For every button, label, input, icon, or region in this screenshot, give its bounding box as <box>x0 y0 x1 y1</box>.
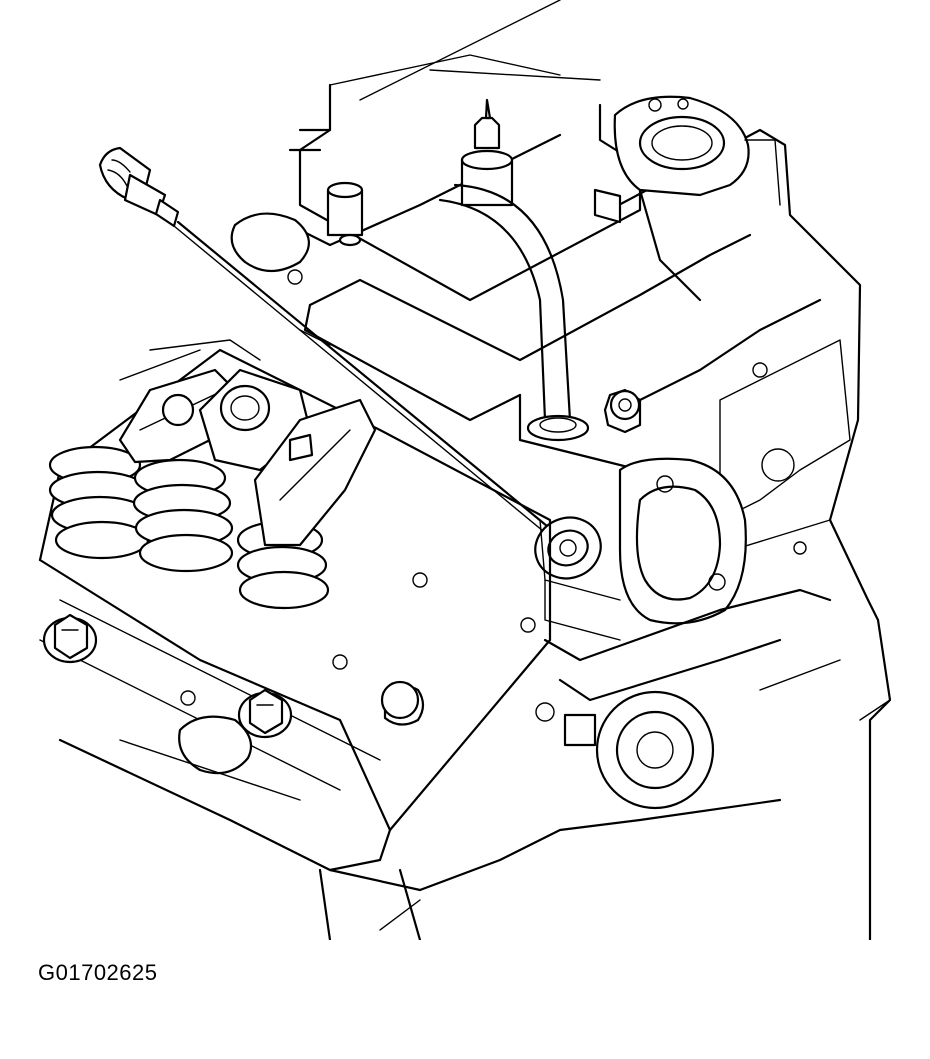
valve-train <box>48 339 377 610</box>
background-frame <box>288 128 891 931</box>
core-plug <box>380 680 420 720</box>
valve-spring-1 <box>48 445 150 560</box>
lower-block <box>318 588 841 940</box>
sensor-port <box>534 516 602 580</box>
valve-spring-2 <box>132 458 234 573</box>
engine-line-drawing <box>38 0 892 940</box>
coolant-pipe <box>438 183 590 442</box>
intake-manifold <box>230 0 752 422</box>
manifold-bolt <box>460 98 514 207</box>
head-bolt-center <box>237 688 293 739</box>
bracket-bolt <box>609 389 641 421</box>
water-outlet-housing <box>518 388 747 641</box>
figure-id-label: G01702625 <box>38 960 158 985</box>
temperature-sensor <box>98 146 572 551</box>
rocker-arm-3 <box>253 398 377 547</box>
head-bolt-left <box>42 613 98 664</box>
thermostat-housing <box>593 95 781 302</box>
